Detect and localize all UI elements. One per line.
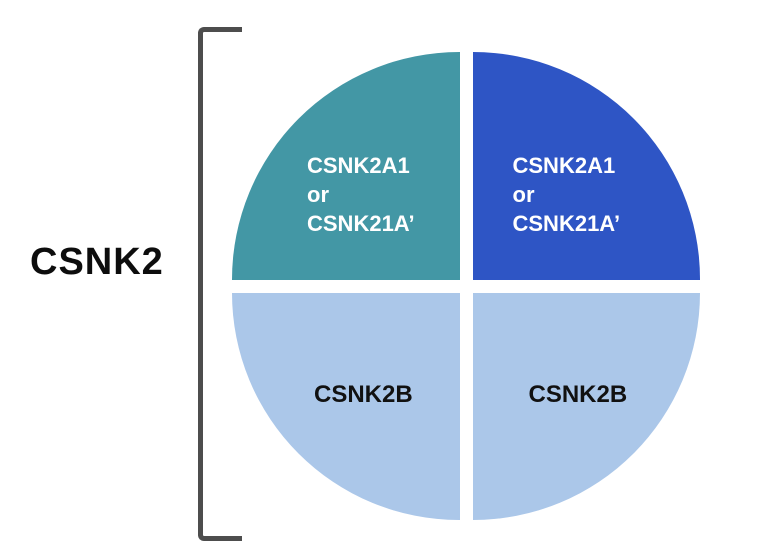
label-line: or (307, 182, 329, 207)
label-line: CSNK2A1 (307, 153, 410, 178)
label-line: CSNK21A’ (307, 211, 415, 236)
subunit-circle: CSNK2A1 or CSNK21A’ CSNK2A1 or CSNK21A’ … (232, 52, 700, 520)
quadrant-top-left-label: CSNK2A1 or CSNK21A’ (307, 151, 415, 238)
quadrant-top-right-label: CSNK2A1 or CSNK21A’ (513, 151, 621, 238)
quadrant-bottom-left: CSNK2B (232, 292, 460, 520)
grouping-bracket (198, 27, 242, 541)
quadrant-top-left: CSNK2A1 or CSNK21A’ (232, 52, 460, 280)
quadrant-top-right: CSNK2A1 or CSNK21A’ (472, 52, 700, 280)
complex-name-label: CSNK2 (30, 241, 164, 283)
quadrant-bottom-right-label: CSNK2B (528, 380, 628, 408)
label-line: or (512, 182, 535, 207)
label-line: CSNK21A’ (512, 211, 621, 236)
quadrant-bottom-left-label: CSNK2B (314, 380, 413, 408)
quadrant-bottom-right: CSNK2B (472, 292, 700, 520)
label-line: CSNK2A1 (512, 153, 616, 178)
